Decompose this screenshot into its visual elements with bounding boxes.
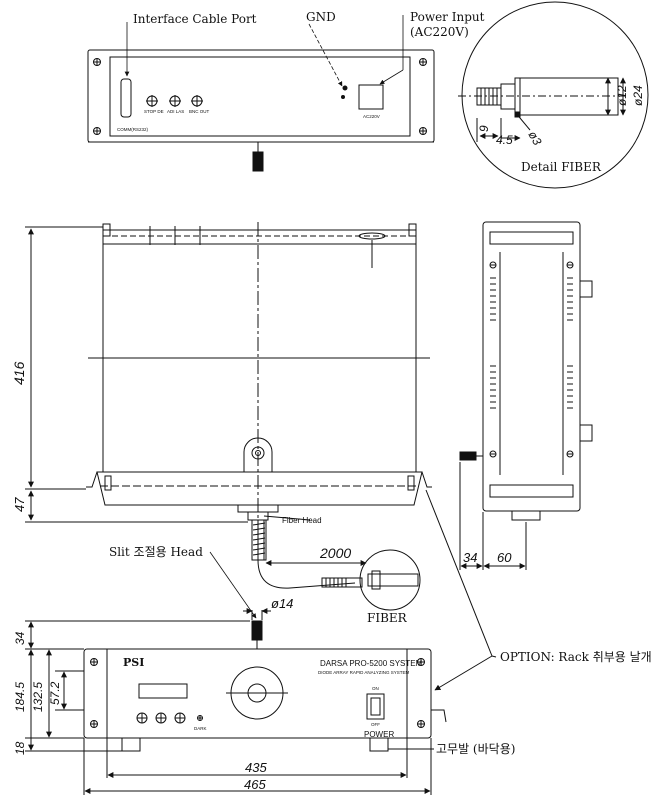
- power-inlet: [358, 84, 384, 110]
- detail-9-label: 9: [477, 125, 491, 132]
- detail-fiber-view: [458, 1, 649, 189]
- dim-2000-label: 2000: [319, 545, 351, 561]
- dim-47-label: 47: [12, 497, 27, 512]
- system-subtitle-label: DIODE ARRAY RAPID ANALYZING SYSTEM: [318, 670, 410, 675]
- dim-34-side-label: 34: [463, 550, 477, 565]
- interface-cable-port-label: Interface Cable Port: [133, 12, 257, 26]
- detail-4-5-label: 4.5: [496, 133, 513, 147]
- dim-184-5-label: 184.5: [13, 682, 27, 712]
- detail-phi12-label: ø12: [615, 85, 629, 106]
- detail-fiber-title: Detail FIBER: [521, 160, 602, 174]
- bnc-connector-icon: [146, 95, 203, 107]
- interface-port: [120, 78, 132, 118]
- gnd-leader: [308, 23, 343, 87]
- comm-port-label: COMM(RS232): [117, 127, 149, 132]
- dim-18-label: 18: [13, 741, 27, 755]
- power-inlet-label: AC220V: [363, 114, 380, 119]
- side-screw-icon: [489, 261, 574, 458]
- switch-off-label: OFF: [371, 722, 380, 727]
- detail-phi3-label: ø3: [525, 129, 544, 148]
- dim-phi14-label: ø14: [271, 596, 293, 611]
- system-title-label: DARSA PRO-5200 SYSTEM: [320, 659, 423, 668]
- detail-phi24-label: ø24: [631, 85, 645, 106]
- slit-head-label: Slit 조절용 Head: [109, 545, 203, 559]
- rear-fiber-stub: [252, 142, 264, 172]
- gnd-label: GND: [306, 10, 336, 24]
- slit-head-leader: [209, 551, 257, 619]
- front-screw-icon: [90, 658, 425, 728]
- power-label: POWER: [364, 730, 394, 739]
- front-button-icon: [136, 712, 203, 724]
- power-leader: [379, 69, 404, 85]
- rear-panel-view: [87, 49, 435, 172]
- panel-port-label-2: ADI LAS: [167, 109, 184, 114]
- lcd-display: [138, 683, 188, 699]
- plan-view: [25, 222, 432, 611]
- panel-port-label-3: BNC OUT: [189, 109, 210, 114]
- side-vents: [490, 277, 573, 409]
- rack-option-label: OPTION: Rack 취부용 날개: [500, 650, 652, 664]
- switch-on-label: ON: [372, 686, 379, 691]
- side-view: [459, 221, 593, 570]
- fiber-head-label: Fiber Head: [282, 516, 322, 525]
- power-switch: [366, 693, 385, 720]
- rear-screw-icon: [93, 58, 427, 135]
- dim-60-side-label: 60: [497, 550, 512, 565]
- slit-knob-icon: [226, 666, 288, 720]
- dim-465-label: 465: [244, 777, 266, 792]
- panel-port-label-1: STOP DE: [144, 109, 164, 114]
- power-input-label: Power Input: [410, 10, 485, 24]
- power-input-voltage-label: (AC220V): [410, 25, 469, 39]
- dark-label: DARK: [194, 726, 207, 731]
- gnd-terminal-icon: [341, 85, 348, 99]
- dim-132-5-label: 132.5: [31, 682, 45, 712]
- rubber-foot-label: 고무발 (바닥용): [436, 742, 515, 756]
- logo-text: PSI: [123, 656, 144, 669]
- dim-416-label: 416: [11, 361, 27, 385]
- dim-57-2-label: 57.2: [48, 681, 62, 705]
- dim-435-label: 435: [245, 760, 267, 775]
- front-view: [25, 489, 497, 795]
- fiber-label: FIBER: [367, 611, 408, 625]
- dim-34-front-label: 34: [13, 631, 27, 645]
